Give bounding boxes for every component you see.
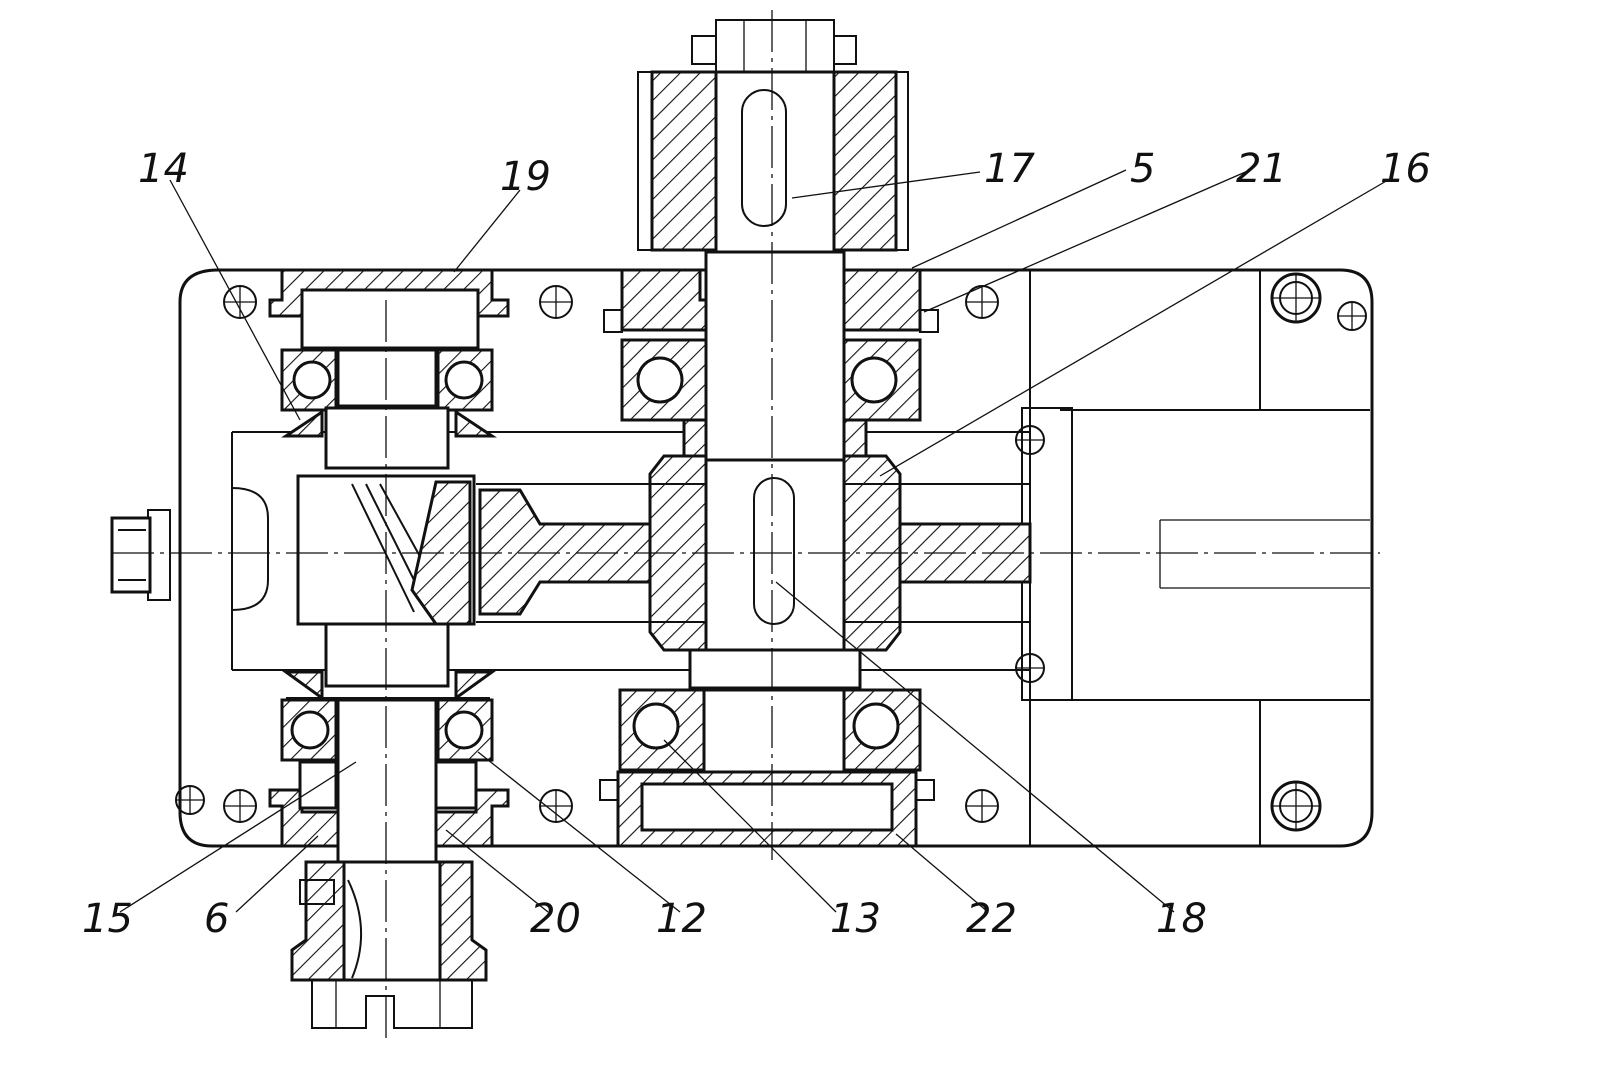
callout-20: 20: [530, 896, 581, 942]
callout-22: 22: [966, 896, 1017, 942]
bolt-icon: [539, 285, 573, 319]
bolt-icon: [1015, 425, 1045, 455]
bolt-icon: [1015, 653, 1045, 683]
callout-6: 6: [204, 896, 229, 942]
bolt-icon: [965, 285, 999, 319]
worm-shaft-assembly: [268, 268, 510, 1040]
callout-labels: 14 19 17 5 21 16 15 6 20 12 13 22 18: [82, 146, 1431, 942]
callout-13: 13: [830, 896, 881, 942]
callout-15: 15: [82, 896, 133, 942]
bolt-icon: [1337, 301, 1367, 331]
bolt-icon: [223, 285, 257, 319]
bolt-icon: [965, 789, 999, 823]
bolt-icon: [175, 785, 205, 815]
callout-16: 16: [1380, 146, 1431, 192]
wheel-shaft-assembly: [476, 10, 1032, 860]
bolt-icon: [223, 789, 257, 823]
callout-12: 12: [656, 896, 707, 942]
callout-14: 14: [138, 146, 189, 192]
callout-19: 19: [500, 154, 551, 200]
bolt-icon: [1270, 780, 1322, 832]
callout-18: 18: [1156, 896, 1207, 942]
callout-5: 5: [1130, 146, 1155, 192]
housing-bolts: [175, 272, 1367, 832]
leader-lines: [119, 169, 1389, 913]
bolt-icon: [539, 789, 573, 823]
callout-21: 21: [1236, 146, 1287, 192]
callout-17: 17: [984, 146, 1035, 192]
bolt-icon: [1270, 272, 1322, 324]
